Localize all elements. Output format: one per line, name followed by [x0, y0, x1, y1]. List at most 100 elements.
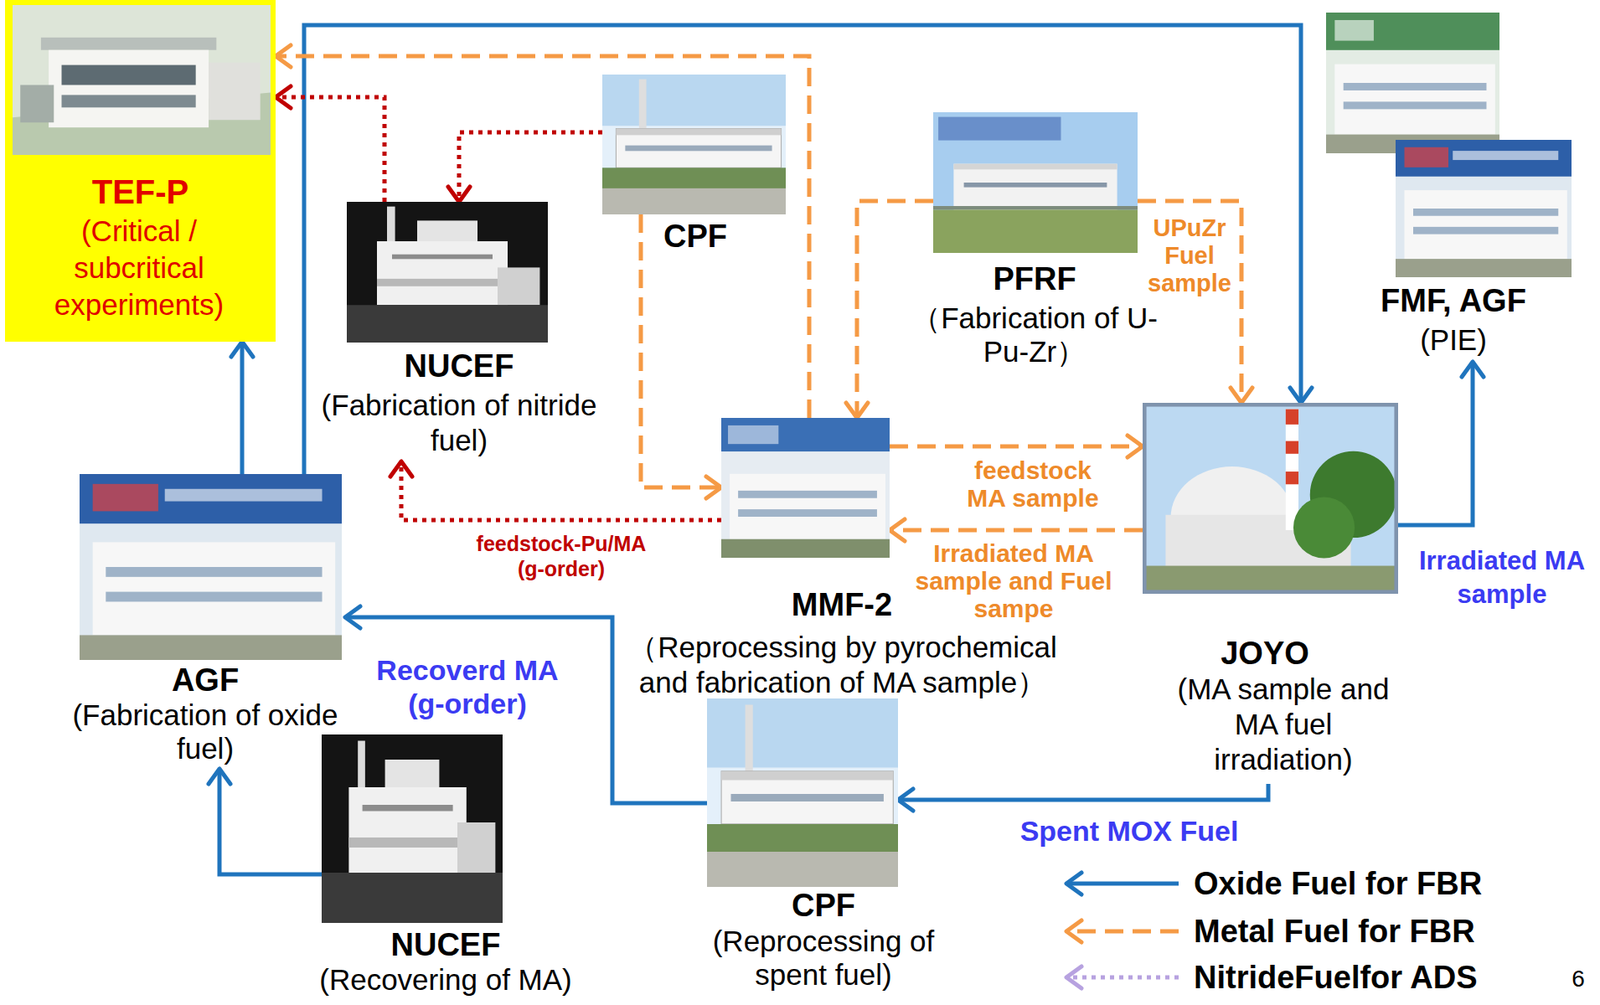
text-slot: (Critical / subcritical experiments): [38, 212, 240, 324]
label-slot: Spent MOX Fuel: [1003, 814, 1255, 848]
connector-line: [640, 214, 722, 488]
photo-roof: [41, 37, 217, 51]
photo-wing: [208, 62, 261, 121]
arrow-head: [1066, 966, 1082, 989]
photo-windows: [105, 592, 322, 603]
text-slot: CPF: [619, 217, 771, 255]
flow-label: Spent MOX Fuel: [1003, 814, 1255, 848]
photo-banner: [721, 418, 890, 452]
page-number: 6: [1563, 963, 1594, 996]
photo-banner: [79, 474, 342, 524]
connector-line: [219, 769, 322, 875]
photo-chimney-band: [1285, 441, 1299, 455]
facility-photo: JOYO(MA sample and MA fuel irradiation): [1142, 402, 1399, 785]
arrow-head: [275, 86, 291, 109]
photo-building: [348, 787, 466, 873]
facility-role: (Reprocessing of spent fuel): [701, 924, 945, 992]
arrow-head: [448, 186, 470, 202]
arrow-head: [1066, 872, 1082, 895]
facility-box: TEF-P(Critical / subcritical experiments…: [5, 0, 276, 342]
flow-connector: [889, 519, 1143, 542]
facility-photo: CPF: [602, 74, 786, 215]
photo-banner-mark: [1404, 147, 1450, 168]
arrow-head: [275, 45, 291, 68]
photo-banner-mark: [1452, 150, 1559, 160]
text-slot: TEF-P: [5, 172, 276, 212]
photo-frame: [1144, 404, 1396, 592]
facility-photo: [602, 74, 786, 215]
facility-name: NUCEF: [320, 927, 572, 963]
photo-building: [1404, 190, 1568, 259]
facility-photo: PFRF（Fabrication of U-Pu-Zr）: [933, 112, 1138, 253]
photo-annex: [20, 84, 54, 123]
photo-windows: [731, 794, 884, 802]
facility-photo: [1395, 139, 1572, 278]
flow-connector: [275, 45, 810, 419]
facility-name: JOYO: [1181, 634, 1349, 672]
photo-ground: [721, 539, 890, 558]
legend-label: Oxide Fuel for FBR: [1193, 865, 1482, 903]
facility-photo: NUCEF(Fabrication of nitride fuel): [308, 201, 610, 462]
text-slot: FMF, AGF: [1331, 282, 1575, 320]
flow-connector: [448, 132, 603, 202]
photo-ground: [933, 209, 1138, 253]
flow-label: feedstock MA sample: [961, 456, 1105, 512]
photo-ground: [1142, 566, 1399, 594]
facility-role: (Critical / subcritical experiments): [38, 212, 240, 324]
photo-building: [721, 771, 893, 825]
label-slot: Recoverd MA (g-order): [366, 653, 568, 721]
photo-windows: [624, 145, 772, 152]
text-slot: JOYO: [1181, 634, 1349, 672]
arrow-head: [208, 769, 231, 785]
text-slot: MMF-2: [758, 586, 926, 624]
facility-role: (PIE): [1331, 322, 1575, 358]
photo-shade: [376, 278, 508, 287]
photo-sky: [707, 768, 899, 826]
photo-windows: [392, 254, 493, 260]
facility-photo: AGF(Fabrication of oxide fuel): [65, 474, 346, 770]
flow-label: Irradiated MA sample: [1414, 544, 1590, 612]
photo-background: [1395, 139, 1572, 278]
photo-background: [321, 734, 503, 924]
connector-line: [401, 461, 722, 521]
photo-background: [1326, 12, 1500, 154]
legend-sample: [1066, 872, 1179, 895]
facility-rendering: [12, 5, 271, 155]
photo-windows: [362, 805, 454, 812]
facility-name: FMF, AGF: [1331, 282, 1575, 320]
photo-shade: [348, 837, 466, 848]
photo-sky: [1142, 402, 1399, 594]
photo-building: [615, 129, 781, 169]
photo-building: [1334, 64, 1495, 135]
facility-photo: FMF, AGF(PIE): [1326, 12, 1575, 362]
connector-line: [275, 97, 385, 202]
photo-fence: [933, 206, 1138, 210]
text-slot: (PIE): [1331, 322, 1575, 358]
connector-line: [1066, 975, 1179, 981]
connector-line: [1398, 361, 1473, 526]
facility-name: CPF: [739, 887, 908, 924]
legend-label: Metal Fuel for FBR: [1193, 913, 1476, 950]
photo-roof: [953, 164, 1117, 171]
connector-line: [1066, 929, 1179, 935]
arrow-head: [1290, 387, 1312, 403]
facility-photo: [79, 474, 342, 661]
photo-ground: [346, 304, 548, 343]
text-slot: （Reprocessing by pyrochemical and fabric…: [616, 629, 1069, 701]
text-slot: (Fabrication of oxide fuel): [65, 698, 346, 766]
flow-connector: [889, 435, 1143, 458]
photo-windows: [61, 65, 197, 86]
arrow-head: [1461, 361, 1484, 377]
facility-name: AGF: [65, 661, 346, 699]
facility-name: TEF-P: [5, 172, 276, 212]
flow-connector: [208, 769, 322, 875]
photo-building: [92, 541, 336, 635]
text-slot: (MA sample and MA fuel irradiation): [1170, 671, 1397, 778]
photo-background: [79, 474, 342, 661]
facility-photo: [1326, 12, 1500, 154]
photo-windows: [1343, 82, 1487, 91]
text-slot: (Reprocessing of spent fuel): [701, 924, 945, 992]
legend-row: NitrideFuelfor ADS: [1193, 959, 1478, 997]
photo-building: [376, 241, 508, 305]
